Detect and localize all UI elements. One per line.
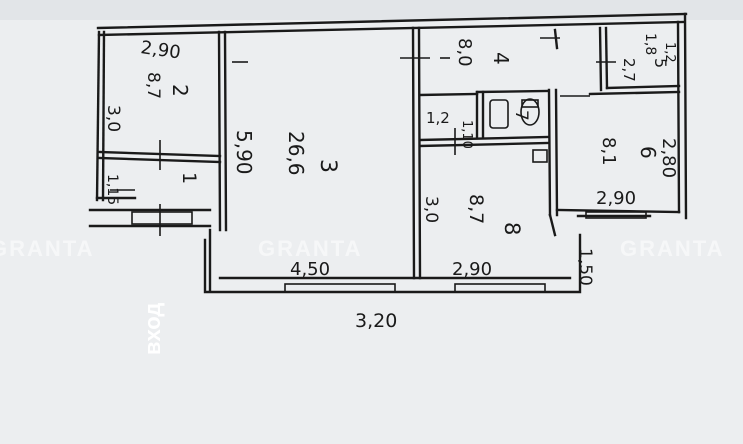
room-6-length-label: 2,80	[658, 138, 679, 178]
room-4-number-label: 4	[489, 52, 513, 65]
room-6-number-label: 6	[636, 146, 660, 159]
windows	[131, 211, 647, 293]
watermark-text-left: GRANTA	[0, 236, 94, 261]
watermark: GRANTA GRANTA GRANTA	[0, 236, 724, 261]
balcony-length-label: 3,20	[355, 310, 397, 332]
room-2-area-label: 8,7	[143, 72, 163, 99]
room-4-area-label: 8,0	[454, 38, 475, 67]
room-7-length-label: 1,10	[459, 120, 474, 149]
room-1-number-label: 1	[178, 172, 200, 184]
room-3-area-label: 26,6	[284, 131, 308, 176]
room-1-width-label: 1,15	[104, 174, 120, 205]
room-8-area-label: 8,7	[465, 194, 487, 224]
watermark-text-right: GRANTA	[620, 236, 724, 261]
bathroom-fixtures	[489, 98, 548, 163]
room-5-length-label: 1,8	[642, 33, 658, 55]
room-5-area-label: 2,7	[620, 58, 638, 82]
room-3-width-label: 4,50	[290, 259, 330, 280]
room-7-number-label: 7	[511, 110, 531, 121]
room-7-width-label: 1,2	[426, 109, 450, 127]
loggia-depth-label: 1,50	[575, 248, 595, 286]
room-8-width-label: 2,90	[452, 259, 492, 280]
room-6-area-label: 8,1	[598, 137, 619, 166]
watermark-text-center: GRANTA	[258, 236, 362, 261]
room-5-number-label: 5	[651, 58, 670, 68]
room-6-width-label: 2,90	[596, 188, 636, 209]
room-2-length-label: 3,0	[103, 105, 123, 132]
room-8-length-label: 3,0	[421, 196, 441, 223]
room-8-number-label: 8	[500, 222, 524, 235]
room-5-width-label: 1,2	[662, 42, 677, 63]
door-marks	[110, 37, 616, 236]
room-3-length-label: 5,90	[232, 130, 256, 175]
room-3-number-label: 3	[315, 159, 340, 173]
paper-shade-top	[0, 0, 743, 20]
room-2-number-label: 2	[168, 84, 192, 97]
entrance-label: вход	[140, 303, 165, 355]
